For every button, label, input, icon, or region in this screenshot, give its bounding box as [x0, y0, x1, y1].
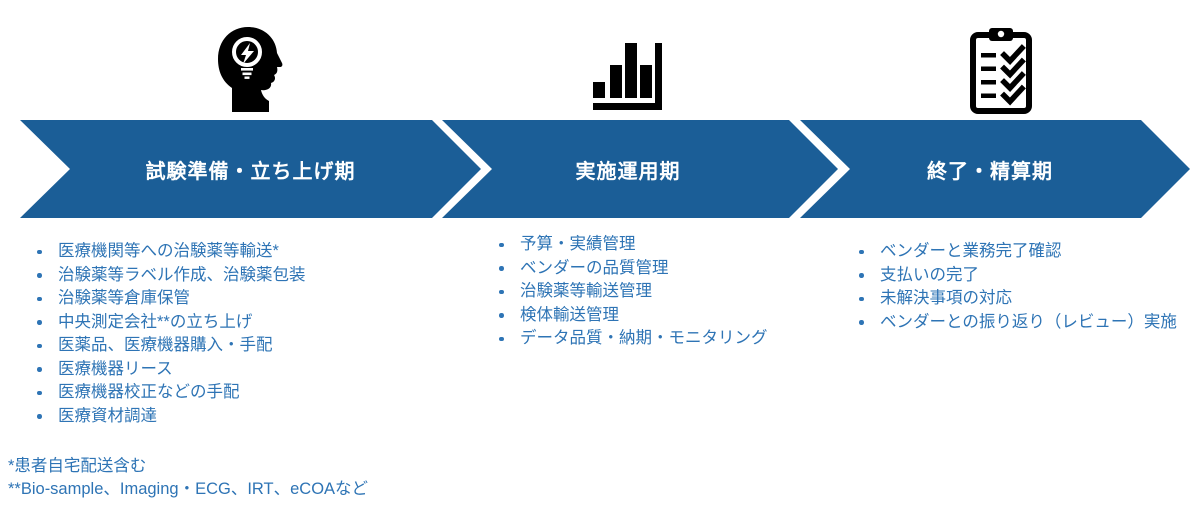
phase-chevron-closeout: 終了・精算期: [800, 120, 1190, 218]
phase-title-operation: 実施運用期: [575, 160, 681, 183]
phase-chevron-preparation: 試験準備・立ち上げ期: [20, 120, 481, 218]
footnotes: *患者自宅配送含む **Bio-sample、Imaging・ECG、IRT、e…: [8, 455, 368, 501]
list-item: 予算・実績管理: [496, 233, 836, 257]
checklist-clipboard-icon: [968, 28, 1034, 114]
list-item: 支払いの完了: [856, 264, 1196, 288]
phase-title-preparation: 試験準備・立ち上げ期: [145, 160, 356, 183]
footnote-vendor-examples: **Bio-sample、Imaging・ECG、IRT、eCOAなど: [8, 480, 369, 498]
list-item: 治験薬等輸送管理: [496, 280, 836, 304]
phase-chevron-band: 試験準備・立ち上げ期 実施運用期 終了・精算期: [0, 120, 1200, 218]
list-item: データ品質・納期・モニタリング: [496, 327, 836, 351]
idea-head-icon: [215, 24, 283, 112]
list-item: 医薬品、医療機器購入・手配: [34, 334, 464, 358]
list-item: ベンダーの品質管理: [496, 257, 836, 281]
list-item: 未解決事項の対応: [856, 287, 1196, 311]
list-item: 中央測定会社**の立ち上げ: [34, 311, 464, 335]
list-item: 医療機器校正などの手配: [34, 381, 464, 405]
footnote-patient-delivery: *患者自宅配送含む: [8, 457, 147, 475]
list-item: 医療資材調達: [34, 405, 464, 429]
list-item: ベンダーと業務完了確認: [856, 240, 1196, 264]
phase-operation-item-list: 予算・実績管理 ベンダーの品質管理 治験薬等輸送管理 検体輸送管理 データ品質・…: [496, 233, 836, 351]
list-item: 治験薬等倉庫保管: [34, 287, 464, 311]
phase-preparation-item-list: 医療機関等への治験薬等輸送* 治験薬等ラベル作成、治験薬包装 治験薬等倉庫保管 …: [34, 240, 464, 428]
list-item: 検体輸送管理: [496, 304, 836, 328]
phase-closeout-item-list: ベンダーと業務完了確認 支払いの完了 未解決事項の対応 ベンダーとの振り返り（レ…: [856, 240, 1196, 334]
list-item: 治験薬等ラベル作成、治験薬包装: [34, 264, 464, 288]
list-item: 医療機器リース: [34, 358, 464, 382]
phase-title-closeout: 終了・精算期: [927, 160, 1053, 183]
phase-chevron-operation: 実施運用期: [442, 120, 838, 218]
list-item: 医療機関等への治験薬等輸送*: [34, 240, 464, 264]
bar-chart-icon: [590, 40, 664, 110]
list-item: ベンダーとの振り返り（レビュー）実施: [856, 311, 1196, 335]
